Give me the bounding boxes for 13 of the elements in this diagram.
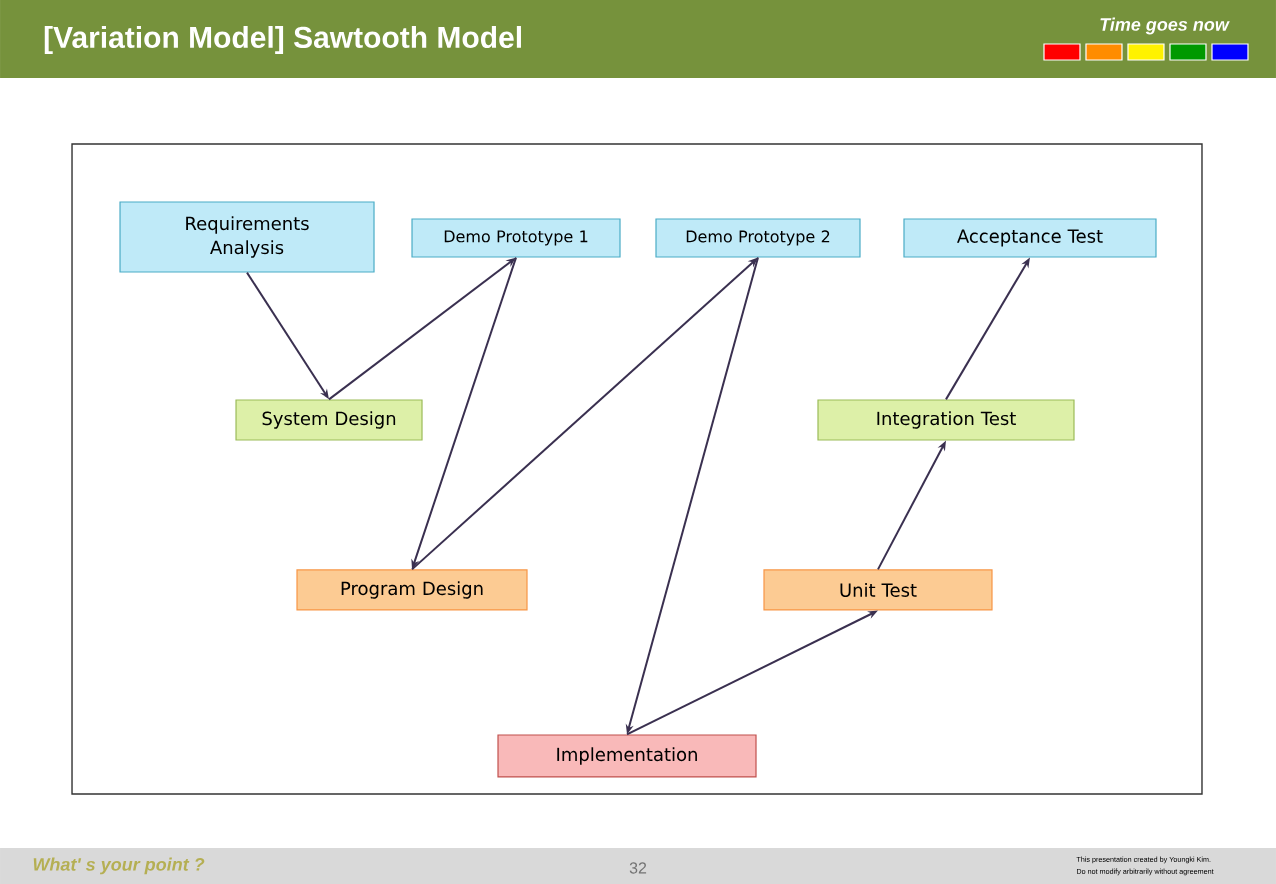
process-box: Unit Test [763,569,993,611]
footer-note: What' s your point ? [33,857,205,875]
process-box: Integration Test [817,399,1075,441]
process-box: Demo Prototype 1 [411,218,621,258]
page-number: 32 [629,862,647,874]
process-box: Program Design [296,569,528,611]
header-note: Time goes now [1100,17,1230,35]
process-box: Demo Prototype 2 [655,218,861,258]
process-box: Implementation [497,734,757,778]
title: [Variation Model] Sawtooth Model [44,26,521,54]
process-box: System Design [235,399,423,441]
process-box: Requirements Analysis [119,201,375,273]
process-box: Acceptance Test [903,218,1157,258]
